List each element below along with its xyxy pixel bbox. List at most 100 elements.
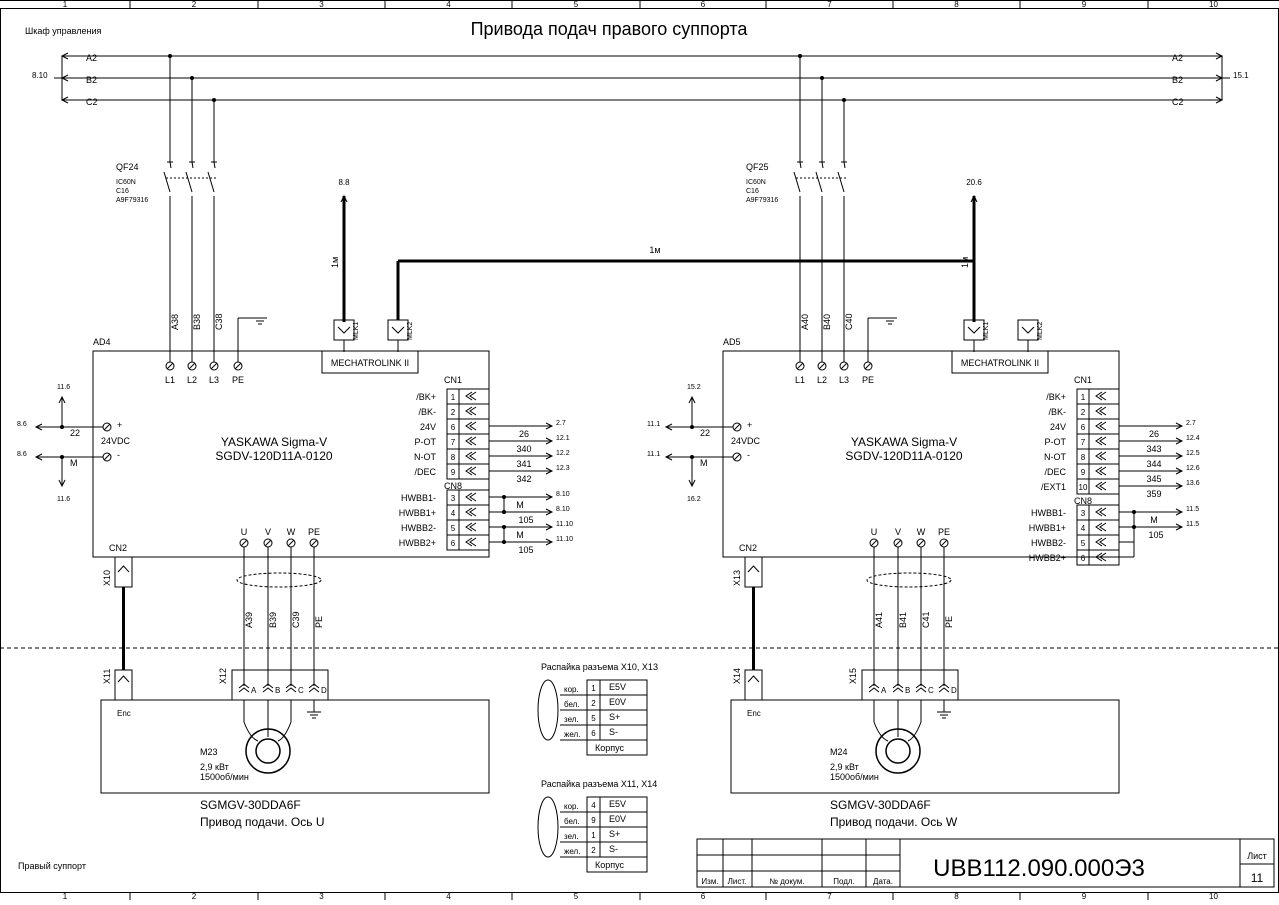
terminal-slash: [818, 362, 826, 370]
encoder-connector-icon: [117, 565, 130, 573]
cn1-label: CN1: [1074, 375, 1092, 385]
output-terminal-label: W: [917, 527, 926, 537]
terminal-slash: [287, 539, 295, 547]
motor-box: [730, 699, 1120, 794]
connector-pin-icon: [465, 522, 477, 532]
terminal-slash: [240, 539, 248, 547]
arrow-up-icon: [688, 395, 696, 404]
pin-cell: [458, 418, 490, 435]
pin-number: 4: [451, 509, 456, 518]
arrow-right-icon: [1175, 482, 1184, 490]
pwr-plus: +: [747, 420, 752, 430]
cn2-label: CN2: [739, 543, 757, 553]
motor-wire-label: PE: [944, 616, 954, 628]
bus-ref-right: 15.1: [1233, 71, 1249, 80]
motor-pin-label: A: [251, 686, 257, 695]
junction-dot: [502, 525, 506, 529]
sheet-label: Лист: [1247, 851, 1267, 861]
breaker-blade: [837, 171, 845, 193]
pinout-signal: S-: [609, 727, 618, 737]
motor-pin-icon: [285, 683, 297, 693]
encoder-connector-icon: [117, 675, 130, 683]
bridge-wire-label: 105: [518, 545, 533, 555]
breaker-part: A9F79316: [116, 197, 148, 204]
pin-signal: N-OT: [1044, 452, 1066, 462]
pwr-wire-label: 22: [700, 428, 710, 438]
arrow-right-icon: [545, 452, 554, 460]
input-wire-label: A40: [800, 314, 810, 330]
breaker-contact: [191, 161, 194, 169]
pinout-pin: 9: [591, 816, 596, 825]
pwr-wire-label: M: [700, 458, 708, 468]
bridge-wire-label: M: [1150, 515, 1158, 525]
motor-rotor-icon: [255, 738, 281, 764]
pin-cell: [1088, 448, 1120, 465]
column-number-bottom: 8: [954, 892, 959, 900]
pinout-shield-ellipse: [537, 679, 559, 741]
terminal-slash: [840, 362, 848, 370]
pin-signal: HWBB2+: [1029, 553, 1066, 563]
pinout-signal: S-: [609, 844, 618, 854]
breaker-name: QF24: [116, 162, 139, 172]
motor-model: SGMGV-30DDA6F: [200, 798, 301, 812]
pinout-signal-cell: [599, 826, 648, 843]
breaker-type: IC60N: [116, 179, 136, 186]
breaker-contact: [169, 161, 172, 169]
arrow-right-icon: [1175, 422, 1184, 430]
pin-signal: /DEC: [1044, 467, 1066, 477]
motor-pin-icon: [892, 683, 904, 693]
pin-number: 8: [451, 453, 456, 462]
junction-dot: [502, 510, 506, 514]
title-block: [696, 838, 1275, 888]
pin-signal: P-OT: [1045, 437, 1067, 447]
signal-wire-label: 359: [1146, 489, 1161, 499]
signal-wire-label: 343: [1146, 444, 1161, 454]
junction-dot: [690, 425, 694, 429]
motor-pin-label: A: [881, 686, 887, 695]
pin-number: 1: [451, 393, 456, 402]
output-terminal-label: U: [871, 527, 878, 537]
mlk-label: MLK1: [983, 322, 990, 340]
arrow-right-icon: [545, 523, 554, 531]
pwr-minus: -: [117, 450, 120, 460]
cable-ref: 20.6: [966, 178, 982, 187]
signal-ref: 11.5: [1186, 521, 1199, 528]
encoder-connector-label: X11: [102, 669, 112, 684]
pinout-shell-cell: [586, 739, 648, 756]
terminal-slash: [940, 539, 948, 547]
input-wire-label: A38: [170, 314, 180, 330]
motor-model: SGMGV-30DDA6F: [830, 798, 931, 812]
signal-wire-label: 26: [519, 429, 529, 439]
drive-part-number: SGDV-120D11A-0120: [845, 449, 963, 463]
mechatrolink-box: [951, 350, 1049, 374]
terminal-slash: [103, 423, 111, 431]
breaker-name: QF25: [746, 162, 769, 172]
pin-cell: [458, 519, 490, 536]
column-number-top: 7: [827, 0, 832, 9]
motor-wire-label: B39: [268, 612, 278, 628]
carriage-label: Правый суппорт: [18, 861, 86, 871]
connector-pin-icon: [465, 436, 477, 446]
pin-cell: [1088, 504, 1120, 521]
signal-wire-label: 341: [516, 459, 531, 469]
connector-pin-icon: [465, 492, 477, 502]
terminal-slash: [264, 539, 272, 547]
bus-label-left: A2: [86, 53, 97, 63]
input-wire-label: C38: [214, 313, 224, 330]
column-number-bottom: 3: [319, 892, 324, 900]
breaker-rating: C16: [116, 188, 129, 195]
pin-cell: [458, 504, 490, 521]
motor-pin-label: B: [905, 686, 910, 695]
pinout-shell-cell: [586, 856, 648, 873]
arrow-right-icon: [1175, 523, 1184, 531]
drive-ref: AD4: [93, 337, 111, 347]
pinout-wire-color: кор.: [564, 802, 579, 811]
drive-ref: AD5: [723, 337, 741, 347]
pin-number: 6: [1081, 423, 1086, 432]
pin-number: 7: [1081, 438, 1086, 447]
arrow-right-icon: [545, 467, 554, 475]
terminal-slash: [103, 453, 111, 461]
encoder-label: Enc: [747, 709, 761, 718]
motor-rotor-icon: [885, 738, 911, 764]
motor-pin-label: D: [951, 686, 957, 695]
